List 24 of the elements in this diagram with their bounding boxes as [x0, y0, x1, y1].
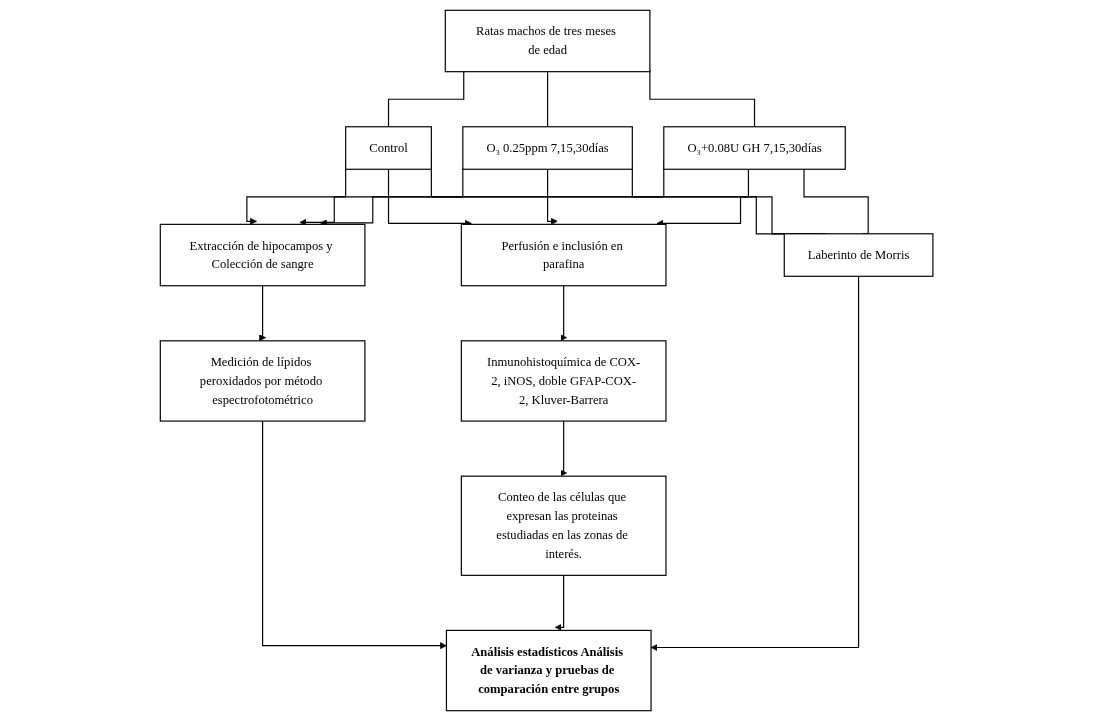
node-box: Control	[345, 126, 432, 170]
arrow	[554, 574, 565, 631]
arrow	[656, 168, 749, 227]
node-box: Ratas machos de tres meses de edad	[444, 9, 651, 73]
arrow	[560, 420, 567, 477]
node-box: Extracción de hipocampos y Colección de sangre	[159, 223, 366, 287]
node-box: Laberinto de Morris	[783, 233, 934, 277]
node-box: Inmunohistoquímica de COX-2, iNOS, doble GFAP-COX-2, Kluver-Barrera	[460, 340, 667, 422]
arrow	[387, 168, 472, 227]
node-box: Medición de lípidos peroxidados por método espectrofotométrico	[159, 340, 366, 422]
connector	[546, 71, 549, 128]
node-box: Conteo de las células que expresan las proteinas estudiadas en las zonas de interés.	[460, 475, 667, 576]
connector	[649, 69, 756, 128]
arrow	[560, 285, 567, 342]
node-box: Perfusión e inclusión en parafina	[460, 223, 667, 287]
connector	[803, 168, 869, 235]
arrow	[261, 420, 447, 650]
arrow	[259, 285, 266, 342]
node-box: O₃+0.08U GH 7,15,30días	[663, 126, 846, 170]
arrow	[546, 168, 558, 225]
arrow	[650, 275, 860, 651]
node-box: O₃ 0.25ppm 7,15,30días	[462, 126, 633, 170]
node-box: Análisis estadísticos Análisis de varianza y pruebas de comparación entre grupos	[445, 629, 652, 712]
connector	[387, 71, 465, 128]
